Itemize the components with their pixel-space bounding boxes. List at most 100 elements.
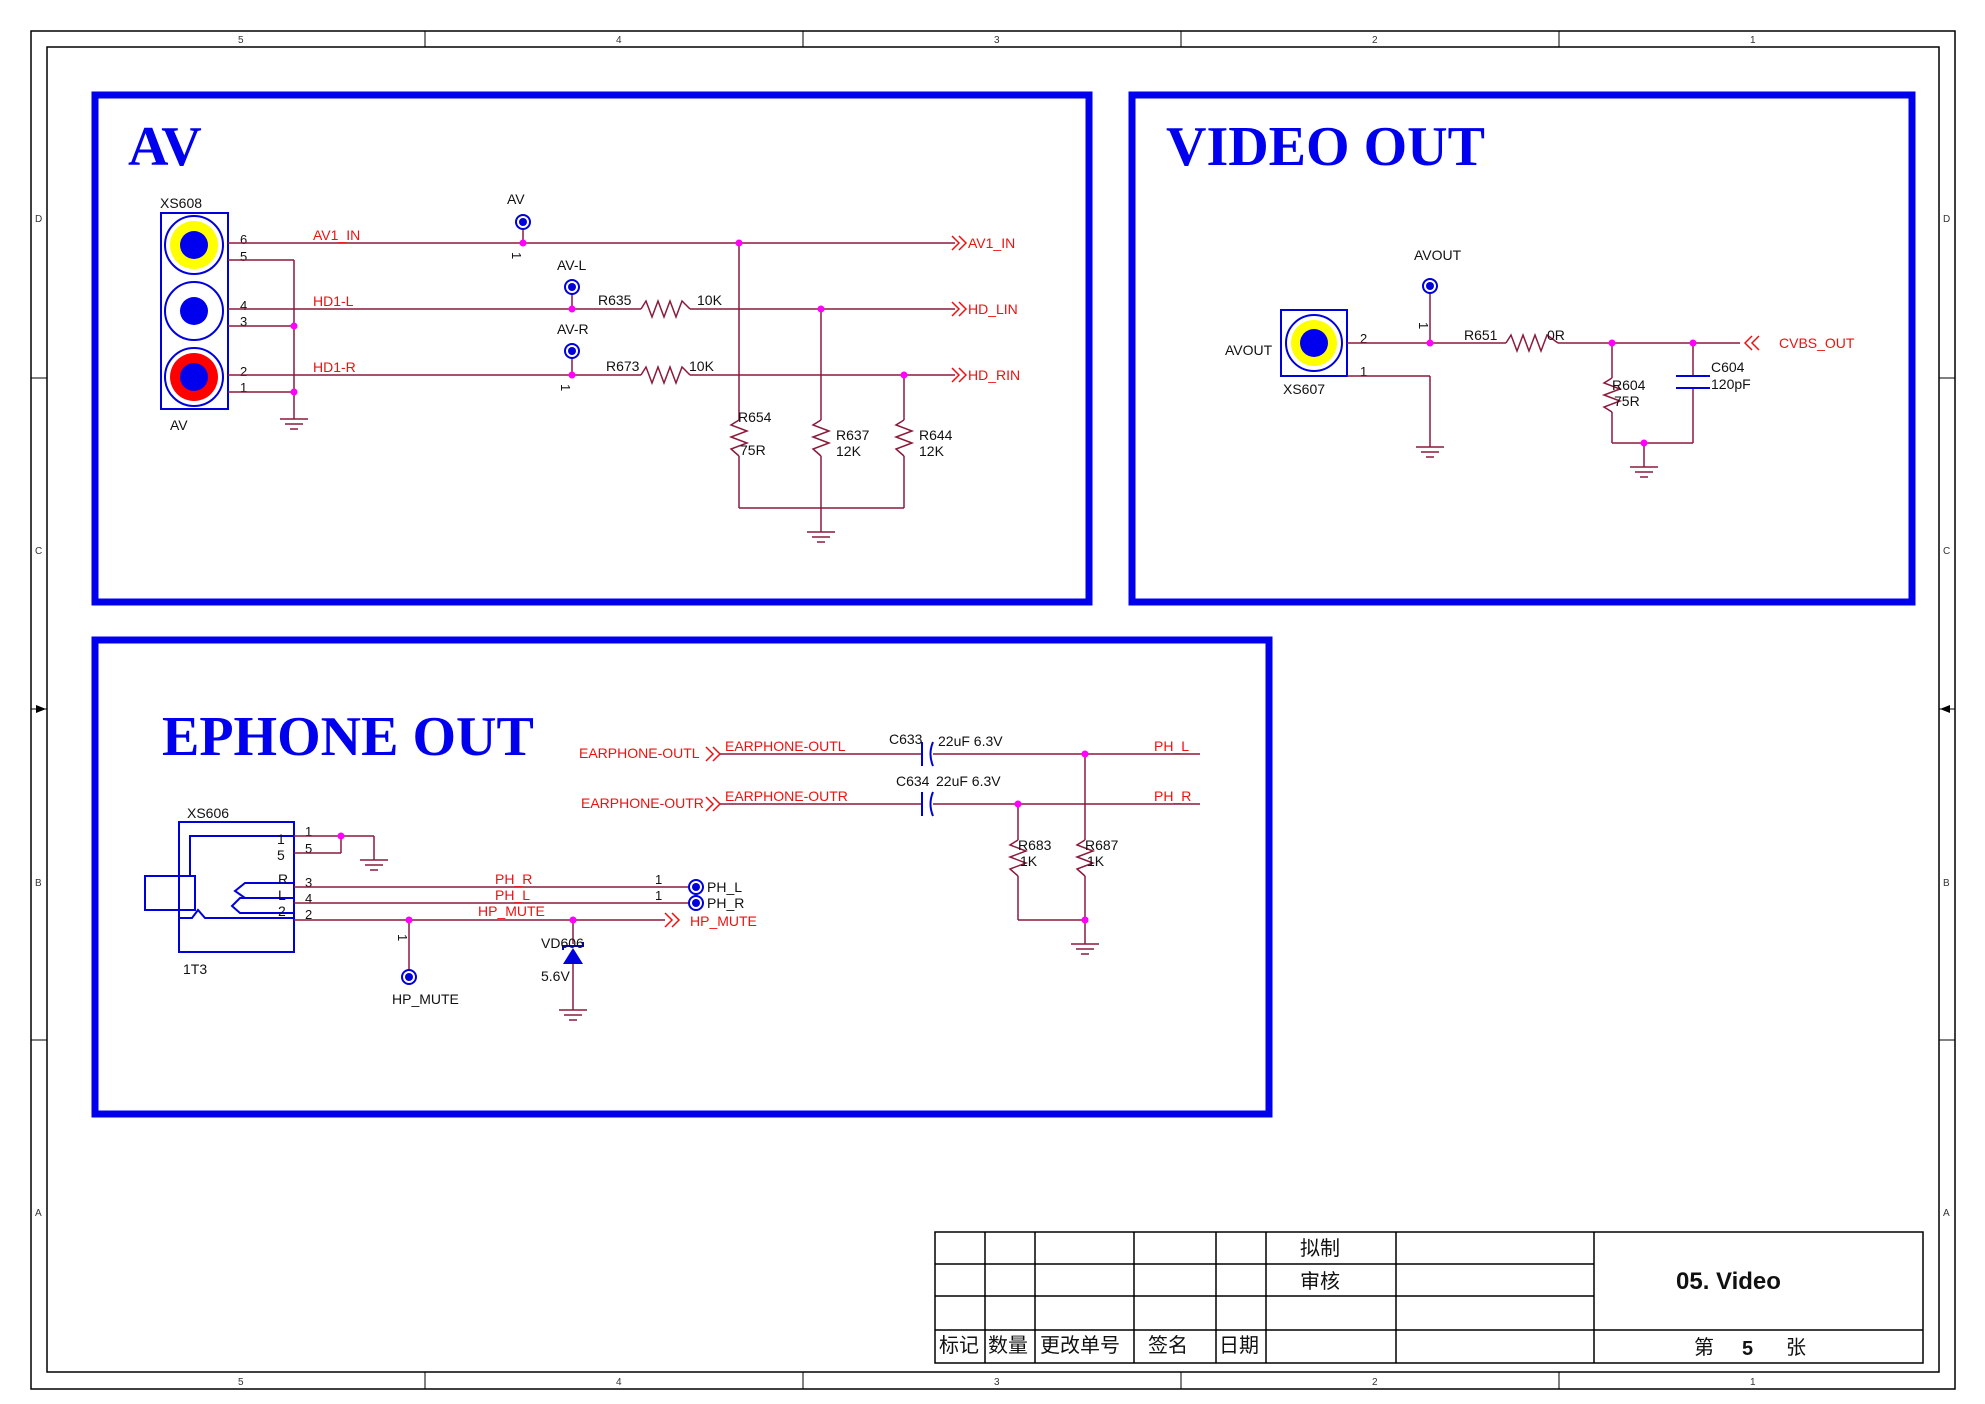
c633-ref: C633: [889, 731, 923, 747]
title-header-sign: 签名: [1148, 1333, 1188, 1357]
net-ph-r-jack: PH_R: [495, 871, 532, 887]
vd606-value: 5.6V: [541, 968, 570, 984]
ephone-wires: [720, 753, 1200, 932]
net-ph-r: PH_R: [1154, 788, 1191, 804]
video-junctions: [1426, 339, 1697, 447]
r635-ref: R635: [598, 292, 632, 308]
ephone-out-section-title: EPHONE OUT: [162, 706, 534, 768]
xs608-ref: XS608: [160, 195, 202, 211]
av-resistors: [640, 298, 915, 457]
xs606-pin: 5: [305, 841, 312, 856]
video-resistors: [1505, 332, 1623, 413]
zone-col-label: 2: [1372, 1377, 1378, 1388]
r644-ref: R644: [919, 427, 953, 443]
zone-labels: 5 4 3 2 1 5 4 3 2 1 D C B A D C B A: [35, 35, 1950, 1388]
r635-value: 10K: [697, 292, 723, 308]
jack-junctions: [337, 832, 577, 924]
xs608-pin: 2: [240, 364, 247, 379]
ephone-out-frame: [91, 636, 1273, 1118]
net-earphone-outr: EARPHONE-OUTR: [725, 788, 848, 804]
sheet-suffix: 张: [1786, 1335, 1806, 1359]
jack-wires: [294, 835, 688, 998]
r604-value: 75R: [1614, 393, 1640, 409]
tp-ph-r-name: PH_R: [707, 895, 744, 911]
xs608-pin: 1: [240, 380, 247, 395]
xs607-name: AVOUT: [1225, 342, 1273, 358]
net-av1-in: AV1_IN: [313, 227, 360, 243]
zone-col-label: 1: [1750, 1377, 1756, 1388]
xs608-body: [160, 212, 229, 410]
r673-ref: R673: [606, 358, 640, 374]
sheet-prefix: 第: [1694, 1335, 1714, 1359]
tp-av-r-name: AV-R: [557, 321, 589, 337]
zone-col-label: 3: [994, 1377, 1000, 1388]
r683-ref: R683: [1018, 837, 1052, 853]
tp-pin: 1: [509, 252, 524, 259]
zone-col-label: 5: [238, 1377, 244, 1388]
video-out-circuit: AVOUT XS607 2 1 AVOUT 1: [1225, 247, 1855, 478]
tp-pin: 1: [1416, 322, 1431, 329]
net-hp-mute: HP_MUTE: [478, 903, 545, 919]
zone-row-label: C: [35, 546, 42, 557]
xs606-ref: XS606: [187, 805, 229, 821]
net-hd1-r: HD1-R: [313, 359, 356, 375]
net-ph-l: PH_L: [1154, 738, 1189, 754]
r651-value: 0R: [1547, 327, 1565, 343]
tp-avout-name: AVOUT: [1414, 247, 1462, 263]
r644-value: 12K: [919, 443, 945, 459]
zone-row-label: C: [1943, 546, 1950, 557]
video-out-frame: [1128, 91, 1916, 606]
zone-row-label: A: [35, 1208, 42, 1219]
earphone-port-arrows: [705, 746, 722, 812]
zone-col-label: 2: [1372, 35, 1378, 46]
c634-value: 22uF 6.3V: [936, 773, 1001, 789]
r683-value: 1K: [1020, 853, 1038, 869]
r687-value: 1K: [1087, 853, 1105, 869]
section-frames: [91, 91, 1916, 1118]
title-header-mark: 标记: [939, 1333, 979, 1357]
av-section-title: AV: [128, 116, 202, 178]
title-header-qty: 数量: [988, 1333, 1028, 1357]
zone-row-label: B: [35, 878, 42, 889]
av-junctions: [290, 239, 908, 396]
c634-ref: C634: [896, 773, 930, 789]
av-circuit: XS608 AV 6 5 4 3 2 1: [160, 191, 1020, 543]
r637-value: 12K: [836, 443, 862, 459]
xs608-name: AV: [170, 417, 188, 433]
ephone-resistors: [1007, 839, 1096, 877]
xs606-contacts: [180, 835, 294, 919]
tp-ph-l-name: PH_L: [707, 879, 742, 895]
av-frame: [91, 91, 1093, 606]
net-earphone-outl: EARPHONE-OUTL: [725, 738, 846, 754]
xs606-pin: 5: [277, 847, 285, 863]
tp-pin: 1: [558, 384, 573, 391]
r651-ref: R651: [1464, 327, 1498, 343]
tp-av-name: AV: [507, 191, 525, 207]
xs608-pin: 5: [240, 249, 247, 264]
xs606-pin: 3: [305, 875, 312, 890]
c633-value: 22uF 6.3V: [938, 733, 1003, 749]
xs606-plug: [144, 875, 196, 911]
xs606-name: 1T3: [183, 961, 207, 977]
centering-arrows: [36, 705, 1950, 713]
tp-pin: 1: [395, 934, 410, 941]
xs607-pin: 1: [1360, 364, 1367, 379]
port-hd-rin: HD_RIN: [968, 367, 1020, 383]
c604-ref: C604: [1711, 359, 1745, 375]
xs608-pin: 4: [240, 298, 247, 313]
ephone-junctions: [1014, 750, 1089, 924]
title-header-change: 更改单号: [1040, 1333, 1120, 1357]
xs606-letter: R: [278, 871, 288, 887]
r637-ref: R637: [836, 427, 870, 443]
xs606-pin: 1: [305, 824, 312, 839]
av-port-arrows: [951, 235, 968, 383]
video-wires: [1347, 293, 1740, 455]
xs606-pin: 2: [278, 903, 286, 919]
r673-value: 10K: [689, 358, 715, 374]
zone-col-label: 4: [616, 1377, 622, 1388]
zone-row-label: D: [35, 214, 42, 225]
vd606-ref: VD606: [541, 935, 584, 951]
title-drawn-label: 拟制: [1300, 1236, 1340, 1260]
zone-col-label: 3: [994, 35, 1000, 46]
zone-col-label: 5: [238, 35, 244, 46]
